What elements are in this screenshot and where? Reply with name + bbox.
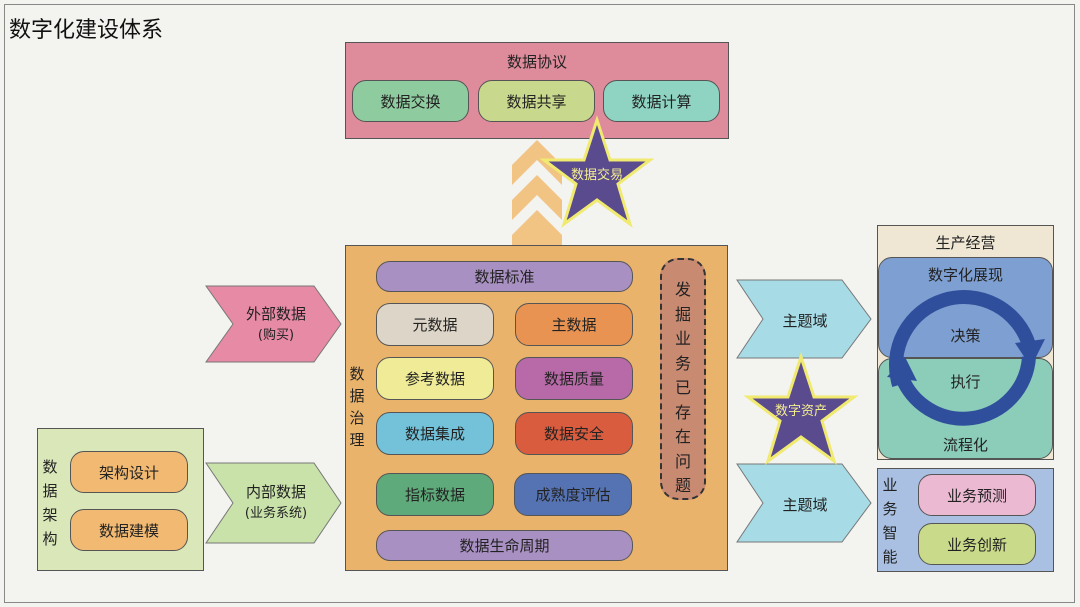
- decision-label: 决策: [950, 327, 981, 345]
- execution-label: 执行: [950, 373, 981, 391]
- external-data-note: (购买): [257, 328, 295, 343]
- subject-domain-chevron-2: [736, 463, 872, 543]
- external-data-title: 外部数据: [245, 305, 306, 323]
- data-standard: 数据标准: [376, 261, 633, 292]
- business-problem-label: 发掘业务已存在问题: [674, 280, 691, 495]
- external-data-chevron: [205, 285, 342, 363]
- data-quality: 数据质量: [515, 357, 633, 400]
- protocol-share: 数据共享: [478, 80, 595, 122]
- external-data-label: 外部数据 (购买): [226, 304, 326, 346]
- business-intelligence-label: 业务智能: [882, 476, 898, 566]
- maturity-assessment: 成熟度评估: [514, 473, 632, 516]
- internal-data-chevron: [205, 462, 342, 544]
- business-problem-pill: 发掘业务已存在问题: [660, 258, 706, 500]
- data-modeling: 数据建模: [70, 509, 188, 551]
- process-label: 流程化: [942, 436, 988, 454]
- business-innovation: 业务创新: [918, 523, 1036, 565]
- protocol-exchange: 数据交换: [352, 80, 469, 122]
- governance-label: 数据治理: [349, 365, 365, 449]
- business-forecast: 业务预测: [918, 474, 1036, 516]
- asset-star-label: 数字资产: [774, 404, 827, 419]
- trade-star-icon: [539, 115, 655, 228]
- architecture-label: 数据架构: [42, 458, 58, 548]
- subject-domain-chevron-1: [736, 279, 872, 359]
- subject-domain-label-1: 主题域: [782, 312, 828, 330]
- trade-star-label: 数据交易: [570, 168, 623, 183]
- internal-data-title: 内部数据: [245, 483, 306, 501]
- data-protocol-title: 数据协议: [506, 53, 567, 71]
- internal-data-note: (业务系统): [244, 506, 308, 521]
- reference-data: 参考数据: [376, 357, 494, 400]
- page-title: 数字化建设体系: [9, 18, 164, 43]
- asset-star-icon: [743, 352, 859, 465]
- protocol-compute: 数据计算: [603, 80, 720, 122]
- data-security: 数据安全: [515, 412, 633, 455]
- metadata: 元数据: [376, 303, 494, 346]
- diagram-frame: [4, 4, 1075, 603]
- digital-display-label: 数字化展现: [927, 266, 1003, 284]
- subject-domain-label-2: 主题域: [782, 496, 828, 514]
- master-data: 主数据: [515, 303, 633, 346]
- internal-data-label: 内部数据 (业务系统): [226, 482, 326, 524]
- metric-data: 指标数据: [376, 473, 494, 516]
- data-integration: 数据集成: [376, 412, 494, 455]
- architecture-design: 架构设计: [70, 451, 188, 493]
- cycle-arrows-icon: [887, 290, 1045, 426]
- data-lifecycle: 数据生命周期: [376, 530, 633, 561]
- operations-title: 生产经营: [935, 234, 996, 252]
